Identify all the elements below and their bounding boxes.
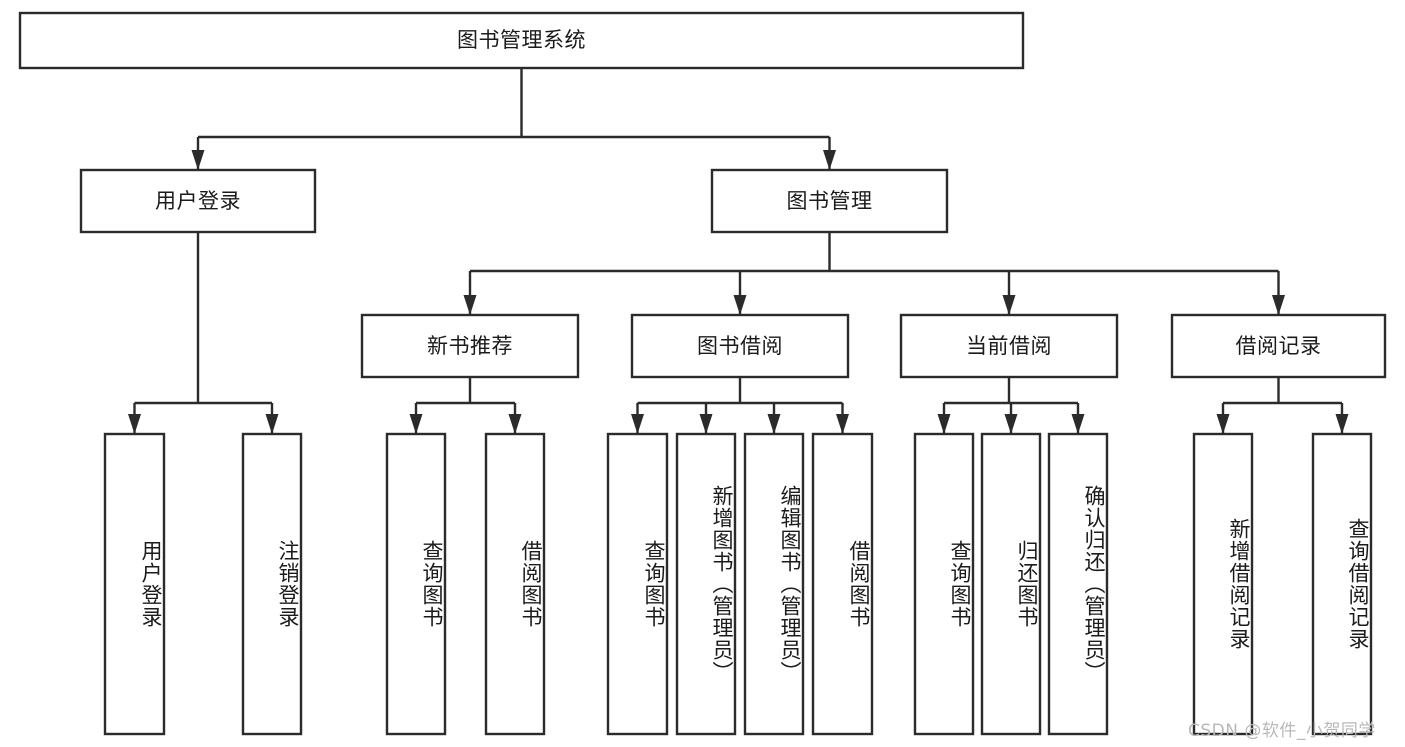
arrow-head-icon	[1272, 295, 1285, 315]
arrow-head-icon	[699, 414, 713, 434]
arrow-head-icon	[1004, 414, 1018, 434]
csdn-watermark: CSDN @软件_小贺同学	[1188, 721, 1376, 741]
node-leaf-add-record[interactable]	[1192, 432, 1254, 736]
node-leaf-user-logout[interactable]	[241, 432, 303, 736]
node-root[interactable]	[18, 11, 1025, 70]
arrow-head-icon	[1335, 414, 1349, 434]
arrow-head-icon	[265, 414, 279, 434]
node-leaf-query-record[interactable]	[1311, 432, 1373, 736]
arrow-head-icon	[508, 414, 522, 434]
node-leaf-query-book-2[interactable]	[606, 432, 669, 736]
arrow-head-icon	[1216, 414, 1230, 434]
arrow-head-icon	[733, 295, 747, 315]
node-leaf-edit-book[interactable]	[743, 432, 805, 736]
node-book-borrow[interactable]	[630, 313, 850, 379]
node-user-login[interactable]	[79, 168, 317, 234]
node-new-book-recommend[interactable]	[360, 313, 580, 379]
node-leaf-query-book-1[interactable]	[385, 432, 447, 736]
arrow-head-icon	[409, 414, 423, 434]
node-leaf-return-book[interactable]	[980, 432, 1042, 736]
node-leaf-query-book-3[interactable]	[913, 432, 975, 736]
connector-layer	[128, 68, 1349, 434]
arrow-head-icon	[823, 150, 836, 170]
node-book-manage[interactable]	[710, 168, 949, 234]
box-layer	[18, 11, 1387, 736]
arrow-head-icon	[767, 414, 781, 434]
arrow-head-icon	[191, 150, 205, 170]
node-current-borrow[interactable]	[899, 313, 1119, 379]
arrow-head-icon	[128, 414, 141, 434]
arrow-head-icon	[937, 414, 951, 434]
node-leaf-add-book[interactable]	[675, 432, 737, 736]
node-leaf-borrow-book-1[interactable]	[484, 432, 546, 736]
arrow-head-icon	[836, 414, 849, 434]
node-borrow-record[interactable]	[1170, 313, 1387, 379]
arrow-head-icon	[463, 295, 477, 315]
node-leaf-borrow-book-2[interactable]	[811, 432, 874, 736]
arrow-head-icon	[1002, 295, 1016, 315]
arrow-head-icon	[631, 414, 644, 434]
arrow-head-icon	[1071, 414, 1085, 434]
node-leaf-user-login[interactable]	[103, 432, 166, 736]
node-leaf-confirm-return[interactable]	[1047, 432, 1109, 736]
